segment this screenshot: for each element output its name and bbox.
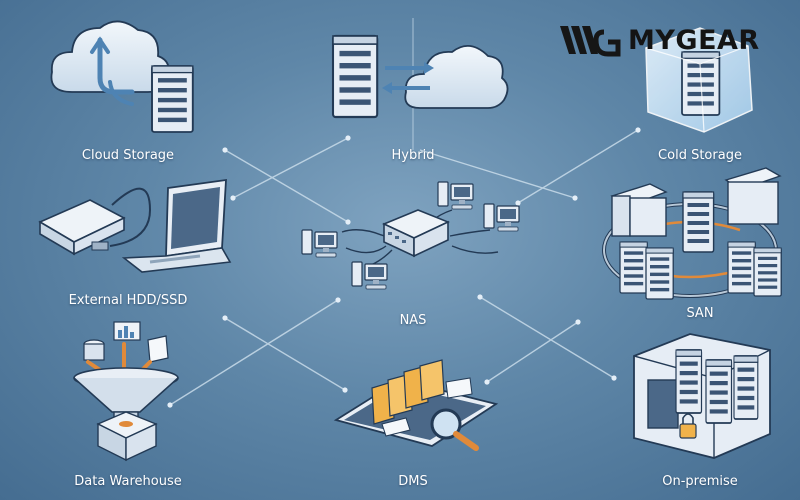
label-cold-storage: Cold Storage [658, 148, 742, 163]
cloud-server-icon [50, 20, 194, 133]
label-nas: NAS [399, 313, 427, 328]
server-cloud-sync-icon [331, 34, 509, 119]
brand-name: MYGEAR [628, 24, 760, 56]
wg-logo-icon [560, 26, 621, 57]
frozen-server-icon [645, 27, 753, 133]
network-switch-computers-icon [341, 209, 499, 267]
label-dms: DMS [398, 474, 428, 489]
server-ring-icon [602, 167, 782, 300]
server-room-lock-icon [633, 333, 771, 459]
label-on-premise: On-premise [662, 474, 738, 489]
label-cloud-storage: Cloud Storage [81, 148, 175, 163]
label-hybrid: Hybrid [391, 148, 435, 163]
label-external-hdd-ssd: External HDD/SSD [68, 293, 188, 308]
connector-lines [169, 129, 639, 406]
external-drive-laptop-icon [38, 178, 232, 273]
label-data-warehouse: Data Warehouse [74, 474, 182, 489]
label-san: SAN [686, 306, 714, 321]
brand-mark-spacer [560, 22, 622, 58]
funnel-warehouse-icon [73, 321, 179, 462]
brand-logo: MYGEAR [560, 22, 760, 58]
tablet-folders-magnifier-icon [333, 359, 499, 451]
